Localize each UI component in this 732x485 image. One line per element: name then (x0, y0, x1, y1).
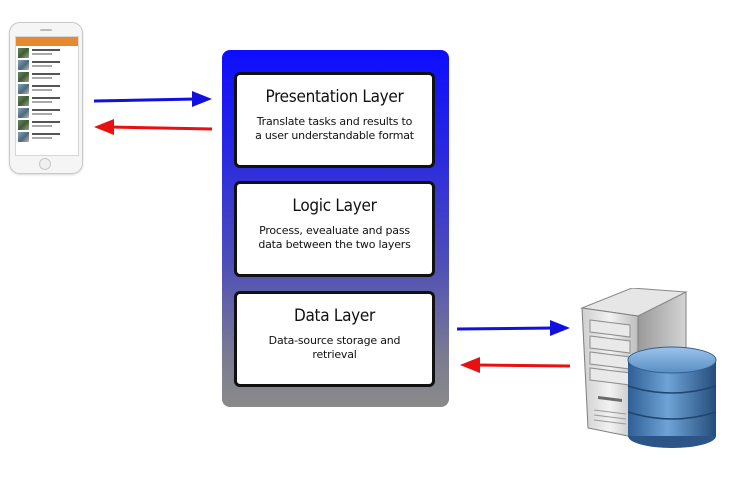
response-arrow-server (460, 357, 571, 373)
list-item (18, 108, 76, 118)
list-item (18, 120, 76, 130)
list-item (18, 96, 76, 106)
list-item (18, 84, 76, 94)
server-icon-group (574, 287, 724, 458)
server-tower-icon (580, 287, 717, 448)
list-item (18, 72, 76, 82)
list-item (18, 132, 76, 142)
layer-title: Data Layer (293, 306, 375, 326)
smartphone-icon (9, 22, 83, 174)
architecture-stack: Presentation Layer Translate tasks and r… (222, 50, 449, 407)
request-arrow-client (93, 91, 212, 107)
database-icon (627, 346, 717, 448)
presentation-layer-box: Presentation Layer Translate tasks and r… (234, 72, 435, 168)
response-arrow-client (94, 119, 213, 135)
phone-home-button (39, 158, 51, 170)
layer-description: Data-source storage and retrieval (268, 334, 401, 361)
layer-title: Logic Layer (292, 196, 377, 216)
list-item (18, 48, 76, 58)
phone-app-bar (16, 37, 78, 46)
layer-description: Process, evealuate and pass data between… (258, 224, 411, 251)
logic-layer-box: Logic Layer Process, evealuate and pass … (234, 181, 435, 277)
data-layer-box: Data Layer Data-source storage and retri… (234, 291, 435, 387)
layer-description: Translate tasks and results to a user un… (255, 115, 414, 142)
layer-title: Presentation Layer (265, 87, 404, 107)
request-arrow-server (456, 320, 570, 336)
phone-screen (15, 36, 79, 156)
phone-earpiece (40, 29, 52, 31)
list-item (18, 60, 76, 70)
